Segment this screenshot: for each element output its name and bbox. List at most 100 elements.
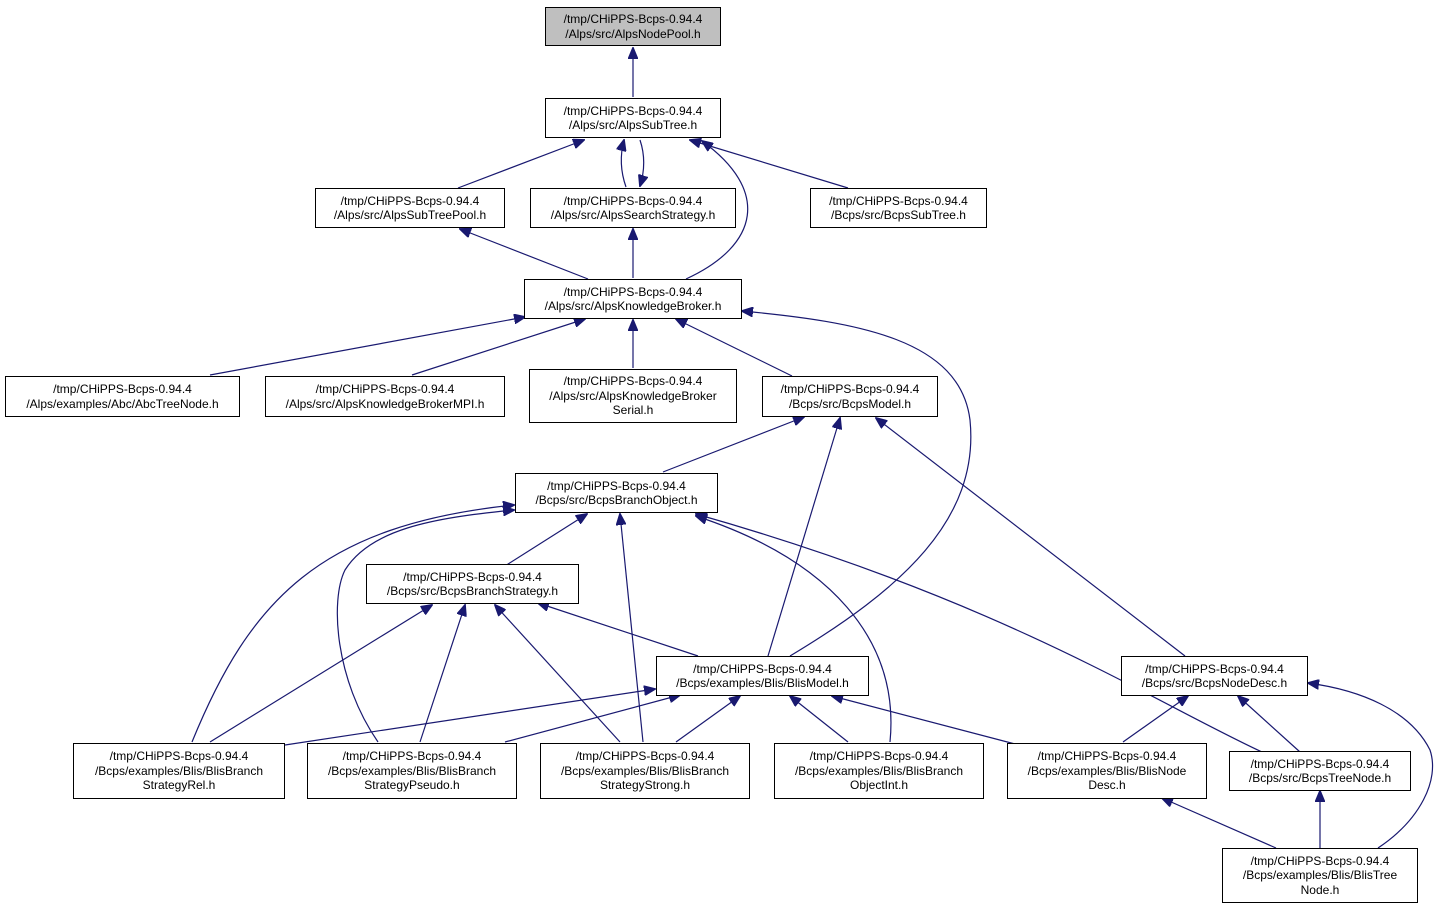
edge-bcpstreenode-to-bcpsbranchobject (696, 514, 1263, 753)
node-bcpssubtree[interactable]: /tmp/CHiPPS-Bcps-0.94.4 /Bcps/src/BcpsSu… (810, 188, 987, 228)
node-alpsknowledgebroker[interactable]: /tmp/CHiPPS-Bcps-0.94.4 /Alps/src/AlpsKn… (524, 279, 742, 319)
node-line: /Bcps/src/BcpsTreeNode.h (1248, 771, 1392, 785)
node-line: /tmp/CHiPPS-Bcps-0.94.4 (1037, 749, 1177, 764)
edge-blismodel-to-alpsknowledgebroker (742, 311, 972, 657)
node-blisbranchstrategypseudo[interactable]: /tmp/CHiPPS-Bcps-0.94.4 /Bcps/examples/B… (307, 743, 517, 799)
edge-blisbranchstrategyrel-to-bcpsbranchstrategy (209, 605, 432, 743)
edge-blisbranchstrategyrel-to-bcpsbranchobject (191, 505, 514, 743)
node-line: /Bcps/examples/Blis/BlisTree (1242, 868, 1398, 883)
node-line: /Bcps/src/BcpsNodeDesc.h (1141, 676, 1288, 690)
node-line: /Bcps/examples/Blis/BlisBranch (94, 763, 264, 778)
edge-abctreenode-to-alpsknowledgebroker (209, 317, 525, 376)
edge-alpsknowledgebroker-to-alpssubtreepool (460, 229, 589, 280)
edge-blisbranchstrategypseudo-to-bcpsbranchstrategy (419, 605, 465, 743)
node-alpssubtreepool[interactable]: /tmp/CHiPPS-Bcps-0.94.4 /Alps/src/AlpsSu… (315, 188, 505, 228)
edge-blisbranchobjectint-to-bcpsbranchobject (696, 516, 892, 743)
node-line: Serial.h (612, 403, 654, 418)
edge-bcpsnodedesc-to-bcpsmodel (876, 418, 1186, 657)
node-line: /Bcps/src/BcpsModel.h (788, 396, 912, 411)
node-blisnodedesc[interactable]: /tmp/CHiPPS-Bcps-0.94.4 /Bcps/examples/B… (1007, 743, 1207, 799)
edge-blisbranchstrategystrong-to-bcpsbranchstrategy (495, 605, 621, 743)
edge-bcpssubtree-to-alpssubtree (690, 140, 849, 189)
node-line: /Bcps/examples/Blis/BlisBranch (794, 763, 964, 778)
edge-alpssearchstrategy-to-alpssubtree (621, 140, 626, 188)
edge-alpssubtreepool-to-alpssubtree (457, 140, 584, 189)
node-line: /tmp/CHiPPS-Bcps-0.94.4 (563, 193, 703, 208)
node-line: /tmp/CHiPPS-Bcps-0.94.4 (340, 193, 480, 208)
node-line: /tmp/CHiPPS-Bcps-0.94.4 (1250, 756, 1390, 771)
edge-blismodel-to-bcpsbranchstrategy (538, 603, 699, 657)
node-line: StrategyPseudo.h (364, 778, 460, 793)
node-line: /Alps/src/AlpsKnowledgeBroker.h (544, 299, 722, 313)
node-bcpstreenode[interactable]: /tmp/CHiPPS-Bcps-0.94.4 /Bcps/src/BcpsTr… (1229, 751, 1411, 791)
edge-alpsknowledgebroker-to-alpssubtree (685, 141, 749, 280)
node-blismodel[interactable]: /tmp/CHiPPS-Bcps-0.94.4 /Bcps/examples/B… (656, 656, 869, 696)
node-bcpsbranchobject[interactable]: /tmp/CHiPPS-Bcps-0.94.4 /Bcps/src/BcpsBr… (515, 473, 718, 513)
node-blisbranchstrategystrong[interactable]: /tmp/CHiPPS-Bcps-0.94.4 /Bcps/examples/B… (540, 743, 750, 799)
edge-bcpsbranchstrategy-to-bcpsbranchobject (504, 514, 587, 567)
node-line: /tmp/CHiPPS-Bcps-0.94.4 (1250, 853, 1390, 868)
node-line: /tmp/CHiPPS-Bcps-0.94.4 (547, 478, 686, 493)
node-line: /tmp/CHiPPS-Bcps-0.94.4 (693, 661, 832, 676)
node-line: /tmp/CHiPPS-Bcps-0.94.4 (563, 12, 703, 26)
node-line: /tmp/CHiPPS-Bcps-0.94.4 (403, 569, 542, 584)
node-line: /tmp/CHiPPS-Bcps-0.94.4 (563, 284, 703, 299)
edge-bcpstreenode-to-bcpsnodedesc (1238, 696, 1301, 753)
node-line: /Alps/src/AlpsKnowledgeBroker (549, 388, 717, 403)
node-blisbranchstrategyrel[interactable]: /tmp/CHiPPS-Bcps-0.94.4 /Bcps/examples/B… (73, 743, 285, 799)
edge-bcpsmodel-to-alpsknowledgebroker (676, 319, 793, 377)
node-alpssubtree[interactable]: /tmp/CHiPPS-Bcps-0.94.4 /Alps/src/AlpsSu… (545, 98, 721, 138)
edge-blisbranchstrategypseudo-to-bcpsbranchobject (336, 510, 514, 743)
node-line: StrategyRel.h (142, 778, 216, 793)
edge-blisnodedesc-to-bcpsnodedesc (1122, 696, 1188, 743)
node-line: /tmp/CHiPPS-Bcps-0.94.4 (575, 749, 715, 764)
node-line: /Alps/examples/Abc/AbcTreeNode.h (26, 396, 219, 411)
edge-blistreenode-to-bcpsnodedesc (1308, 683, 1434, 849)
node-line: StrategyStrong.h (599, 778, 691, 793)
node-line: Node.h (1300, 882, 1340, 897)
node-line: /tmp/CHiPPS-Bcps-0.94.4 (1145, 661, 1284, 676)
node-alpssearchstrategy[interactable]: /tmp/CHiPPS-Bcps-0.94.4 /Alps/src/AlpsSe… (530, 188, 736, 228)
node-line: /Alps/src/AlpsSearchStrategy.h (550, 208, 716, 222)
edge-blisbranchstrategystrong-to-blismodel (675, 696, 740, 743)
node-line: /tmp/CHiPPS-Bcps-0.94.4 (342, 749, 482, 764)
node-alpsknowledgebrokerserial[interactable]: /tmp/CHiPPS-Bcps-0.94.4 /Alps/src/AlpsKn… (529, 369, 737, 423)
node-line: /Alps/src/AlpsKnowledgeBrokerMPI.h (285, 396, 485, 411)
node-bcpsnodedesc[interactable]: /tmp/CHiPPS-Bcps-0.94.4 /Bcps/src/BcpsNo… (1121, 656, 1308, 696)
node-line: Desc.h (1088, 778, 1126, 793)
node-line: /tmp/CHiPPS-Bcps-0.94.4 (53, 382, 192, 396)
edge-alpssubtree-to-alpssearchstrategy (640, 139, 644, 186)
node-line: /Alps/src/AlpsSubTreePool.h (333, 208, 487, 222)
edge-blisbranchstrategypseudo-to-blismodel (504, 695, 680, 743)
edge-blismodel-to-bcpsmodel (767, 418, 840, 657)
node-line: /tmp/CHiPPS-Bcps-0.94.4 (315, 382, 455, 396)
edge-alpsknowledgebrokermpi-to-alpsknowledgebroker (411, 319, 585, 376)
node-line: /tmp/CHiPPS-Bcps-0.94.4 (809, 749, 949, 764)
node-line: /Alps/src/AlpsSubTree.h (568, 118, 698, 132)
node-line: /tmp/CHiPPS-Bcps-0.94.4 (563, 374, 703, 389)
node-abctreenode[interactable]: /tmp/CHiPPS-Bcps-0.94.4 /Alps/examples/A… (5, 376, 240, 417)
edge-bcpsbranchobject-to-bcpsmodel (662, 417, 804, 473)
node-line: /Bcps/src/BcpsBranchStrategy.h (386, 584, 559, 598)
edge-blisnodedesc-to-blismodel (832, 696, 1016, 745)
node-alpsnodepool: /tmp/CHiPPS-Bcps-0.94.4 /Alps/src/AlpsNo… (545, 7, 721, 46)
edge-blistreenode-to-blisnodedesc (1162, 798, 1277, 849)
edge-blisbranchobjectint-to-blismodel (790, 696, 849, 743)
node-alpsknowledgebrokermpi[interactable]: /tmp/CHiPPS-Bcps-0.94.4 /Alps/src/AlpsKn… (265, 376, 505, 417)
node-line: /Bcps/examples/Blis/BlisModel.h (676, 676, 849, 690)
node-blisbranchobjectint[interactable]: /tmp/CHiPPS-Bcps-0.94.4 /Bcps/examples/B… (774, 743, 984, 799)
node-line: /tmp/CHiPPS-Bcps-0.94.4 (109, 749, 249, 764)
node-bcpsmodel[interactable]: /tmp/CHiPPS-Bcps-0.94.4 /Bcps/src/BcpsMo… (762, 376, 938, 417)
edge-blisbranchstrategyrel-to-blismodel (284, 689, 655, 746)
node-line: /Bcps/examples/Blis/BlisNode (1027, 763, 1187, 778)
node-line: ObjectInt.h (849, 778, 909, 793)
node-line: /Alps/src/AlpsNodePool.h (565, 26, 701, 41)
node-line: /Bcps/examples/Blis/BlisBranch (327, 763, 497, 778)
node-blistreenode[interactable]: /tmp/CHiPPS-Bcps-0.94.4 /Bcps/examples/B… (1222, 848, 1418, 903)
node-line: /Bcps/src/BcpsBranchObject.h (535, 493, 698, 507)
node-bcpsbranchstrategy[interactable]: /tmp/CHiPPS-Bcps-0.94.4 /Bcps/src/BcpsBr… (366, 564, 579, 604)
node-line: /tmp/CHiPPS-Bcps-0.94.4 (563, 103, 703, 118)
node-line: /tmp/CHiPPS-Bcps-0.94.4 (780, 382, 920, 396)
node-line: /tmp/CHiPPS-Bcps-0.94.4 (829, 193, 968, 208)
